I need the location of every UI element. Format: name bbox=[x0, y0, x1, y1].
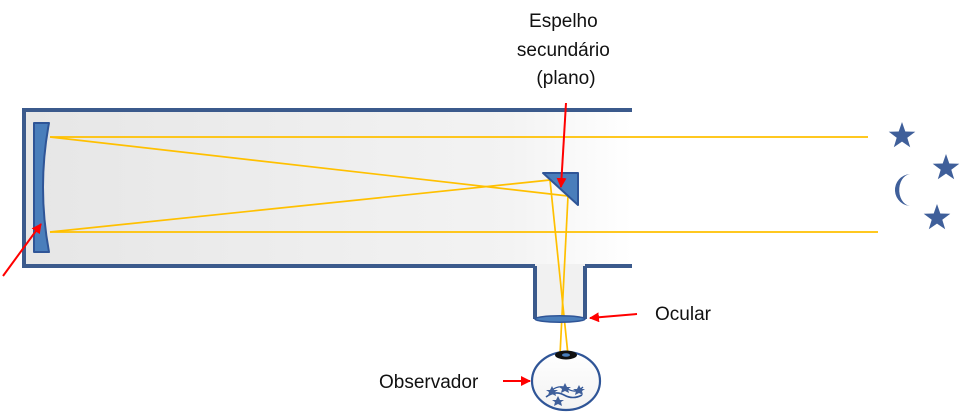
arrow-to-secondary-mirror bbox=[556, 102, 567, 188]
star-icon bbox=[932, 154, 960, 180]
focuser-outline bbox=[533, 266, 587, 319]
secondary-mirror-label-line-3: (plano) bbox=[536, 68, 595, 89]
arrow-to-primary-mirror bbox=[2, 223, 42, 277]
primary-mirror bbox=[33, 122, 50, 253]
secondary-mirror bbox=[542, 172, 579, 206]
reflected-ray-top bbox=[49, 136, 569, 197]
reflected-ray-bottom bbox=[49, 179, 551, 233]
eyepiece-label: Ocular bbox=[655, 304, 712, 325]
sky-objects bbox=[888, 122, 960, 230]
star-icon bbox=[888, 122, 916, 148]
diverted-ray-left bbox=[549, 179, 569, 356]
tube-outline bbox=[22, 108, 632, 268]
secondary-mirror-label-line-1: Espelho bbox=[529, 11, 598, 32]
observer-label: Observador bbox=[379, 372, 479, 393]
star-icon bbox=[923, 204, 951, 230]
eye-icon bbox=[530, 350, 602, 412]
crescent-moon-icon bbox=[894, 174, 912, 207]
arrow-to-eyepiece bbox=[589, 312, 638, 323]
tube-interior bbox=[24, 110, 632, 266]
light-rays bbox=[49, 136, 878, 356]
secondary-mirror-label-line-2: secundário bbox=[517, 40, 610, 61]
eyepiece-lens bbox=[534, 315, 586, 323]
pointer-arrows bbox=[2, 102, 638, 386]
secondary-mirror-label: Espelho secundário (plano) bbox=[517, 11, 615, 89]
diverted-ray-right bbox=[559, 195, 569, 356]
